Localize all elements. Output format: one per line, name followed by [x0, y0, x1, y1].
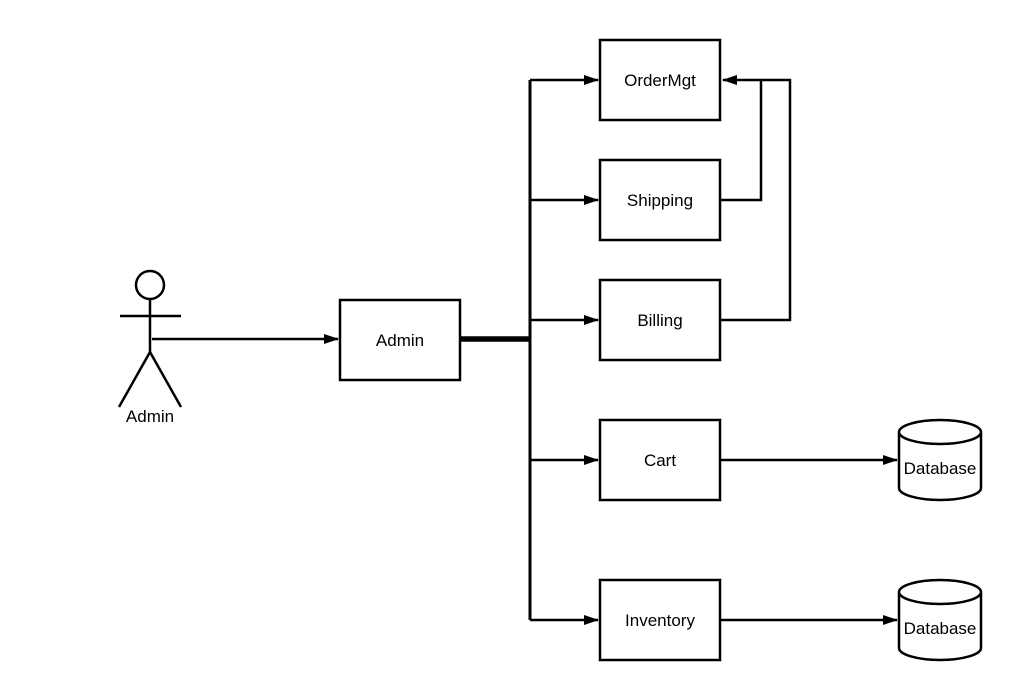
node-shipping-box: [598, 158, 722, 242]
node-admin-label: Admin: [376, 331, 424, 350]
node-ordermgt-box: [598, 38, 722, 122]
node-billing-label: Billing: [637, 311, 682, 330]
node-inventory-label: Inventory: [625, 611, 695, 630]
node-cart[interactable]: Cart: [598, 418, 722, 502]
database-cart-label: Database: [904, 459, 977, 478]
database-inventory-body: [897, 592, 983, 662]
edge-shipping-to-ordermgt: [720, 80, 763, 202]
database-cart-top: [897, 418, 983, 446]
node-shipping-label: Shipping: [627, 191, 693, 210]
actor-right-leg: [148, 351, 183, 408]
node-ordermgt[interactable]: OrderMgt: [598, 38, 722, 122]
node-ordermgt-label: OrderMgt: [624, 71, 696, 90]
actor-admin[interactable]: Admin: [117, 269, 183, 426]
edge-billing-to-ordermgt: [720, 75, 792, 322]
node-admin-box: [338, 298, 462, 382]
database-inventory-top: [897, 578, 983, 606]
node-billing[interactable]: Billing: [598, 278, 722, 362]
actor-left-leg: [117, 351, 152, 408]
actor-label: Admin: [126, 407, 174, 426]
node-inventory[interactable]: Inventory: [598, 578, 722, 662]
node-billing-box: [598, 278, 722, 362]
database-cart[interactable]: Database: [897, 418, 983, 502]
node-admin[interactable]: Admin: [338, 298, 462, 382]
node-cart-label: Cart: [644, 451, 676, 470]
node-shipping[interactable]: Shipping: [598, 158, 722, 242]
database-cart-body: [897, 432, 983, 502]
node-cart-box: [598, 418, 722, 502]
node-inventory-box: [598, 578, 722, 662]
database-inventory-label: Database: [904, 619, 977, 638]
database-inventory[interactable]: Database: [897, 578, 983, 662]
